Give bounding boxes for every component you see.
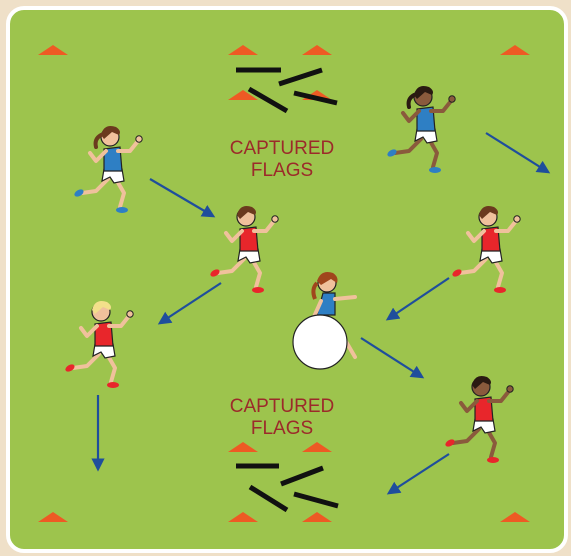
zone-caption-top-line2: FLAGS (251, 160, 313, 181)
hand (272, 216, 278, 222)
hand (449, 96, 455, 102)
zone-caption-bottom-line1: CAPTURED (230, 396, 335, 417)
hand (507, 386, 513, 392)
hand (136, 136, 142, 142)
shoe (116, 207, 128, 213)
shoe (494, 287, 506, 293)
shoe (429, 167, 441, 173)
shoe (107, 382, 119, 388)
hand (514, 216, 520, 222)
arm (335, 297, 355, 299)
shoe (487, 457, 499, 463)
zone-caption-top-line1: CAPTURED (230, 138, 335, 159)
zone-caption-bottom-line2: FLAGS (251, 418, 313, 439)
shoe (252, 287, 264, 293)
ball (293, 315, 347, 369)
hand (127, 311, 133, 317)
playing-field (8, 8, 566, 551)
